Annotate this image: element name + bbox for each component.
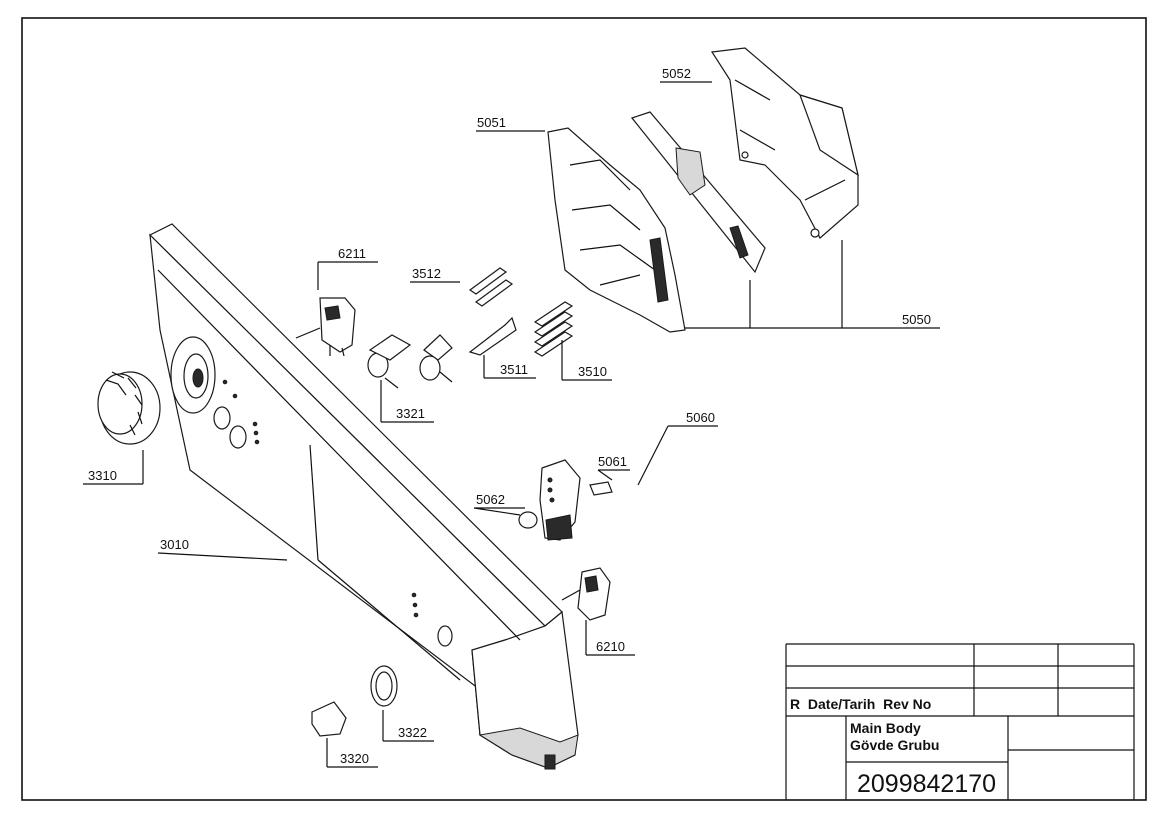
- pin-set: [468, 267, 574, 357]
- label-3511: 3511: [500, 362, 528, 377]
- drawing-frame: [21, 17, 1147, 801]
- label-3512: 3512: [412, 266, 441, 281]
- lower-connector: [561, 567, 611, 621]
- label-6211: 6211: [338, 246, 366, 261]
- label-3320: 3320: [340, 751, 369, 766]
- circuit-board: [630, 111, 766, 274]
- title-english: Main Body: [850, 720, 921, 736]
- label-3322: 3322: [398, 725, 427, 740]
- label-3321: 3321: [396, 406, 425, 421]
- label-3010: 3010: [160, 537, 189, 552]
- leader-lines: [83, 81, 940, 768]
- button-parts: [311, 665, 398, 737]
- main-body-panel: [148, 223, 579, 770]
- label-3310: 3310: [88, 468, 117, 483]
- rear-housing: [710, 47, 859, 239]
- display-module: [518, 459, 613, 541]
- label-5062: 5062: [476, 492, 505, 507]
- title-block: [785, 643, 1135, 800]
- label-3510: 3510: [578, 364, 607, 379]
- connector-part: [295, 297, 356, 357]
- label-5060: 5060: [686, 410, 715, 425]
- label-5051: 5051: [477, 115, 506, 130]
- control-frame: [547, 127, 686, 333]
- label-5061: 5061: [598, 454, 627, 469]
- switch-pair: [367, 334, 453, 389]
- program-knob: [97, 371, 161, 445]
- label-6210: 6210: [596, 639, 625, 654]
- label-5052: 5052: [662, 66, 691, 81]
- label-5050: 5050: [902, 312, 931, 327]
- drawing-number: 2099842170: [857, 770, 996, 798]
- revision-header: R Date/Tarih Rev No: [790, 696, 931, 712]
- title-turkish: Gövde Grubu: [850, 737, 939, 753]
